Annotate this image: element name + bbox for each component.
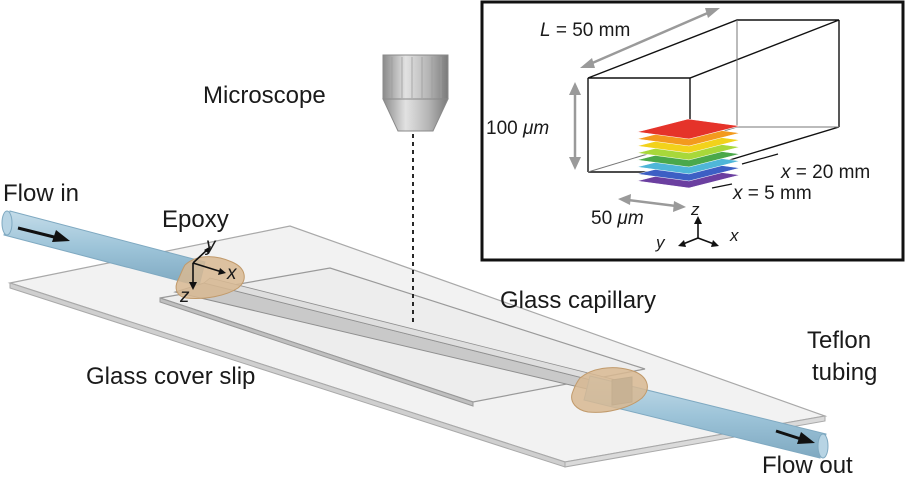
inset-panel: L = 50 mm 100 μm 50 μm x = 20 mm x = 5 m… — [480, 0, 905, 262]
inset-length-label: L = 50 mm — [540, 20, 630, 41]
inset-axis-x-label: x — [729, 226, 739, 245]
length-dimension-arrow — [580, 8, 720, 68]
glass-cover-slip-label: Glass cover slip — [86, 363, 255, 390]
pointer-x5 — [711, 183, 733, 189]
width-dimension-arrow — [618, 194, 686, 212]
flow-out-arrow — [775, 429, 815, 444]
teflon-label-line1: Teflon — [807, 327, 871, 354]
flow-in-arrow — [17, 226, 70, 242]
epoxy-label: Epoxy — [162, 206, 229, 233]
main-axis-x-label: x — [226, 263, 238, 284]
inset-x20-label: x = 20 mm — [780, 162, 870, 183]
microscope-objective — [382, 54, 449, 325]
pointer-x20 — [741, 153, 779, 165]
main-axis-z-label: z — [179, 286, 190, 307]
main-axes: x y z — [179, 235, 238, 307]
glass-capillary — [159, 267, 646, 407]
flow-out-label: Flow out — [762, 452, 853, 479]
tubing-inlet — [1, 210, 206, 287]
inset-axis-z-label: z — [690, 200, 700, 219]
inset-width-label: 50 μm — [591, 208, 644, 229]
inset-axis-y-label: y — [655, 233, 666, 252]
microscope-label: Microscope — [203, 82, 326, 109]
slice-red — [636, 118, 741, 140]
inset-x5-label: x = 5 mm — [732, 183, 812, 204]
epoxy-right — [571, 367, 648, 413]
flow-in-label: Flow in — [3, 180, 79, 207]
teflon-label-line2: tubing — [812, 359, 877, 386]
main-axis-y-label: y — [204, 235, 217, 256]
inset-axes — [678, 216, 719, 247]
fluorescence-slices — [636, 118, 741, 189]
height-dimension-arrow — [569, 82, 581, 170]
inset-height-label: 100 μm — [486, 118, 549, 139]
glass-capillary-label: Glass capillary — [500, 287, 656, 314]
